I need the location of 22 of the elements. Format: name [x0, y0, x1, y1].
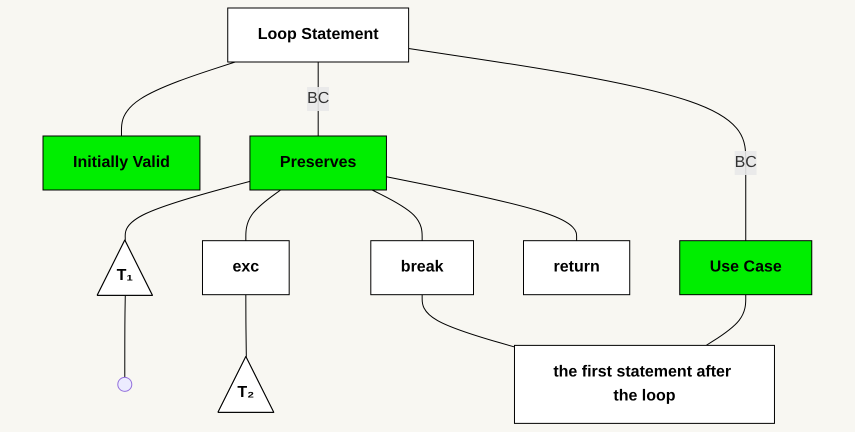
node-box: Use Case: [679, 240, 812, 296]
connector: [386, 176, 578, 242]
connector: [706, 294, 746, 346]
connector: [372, 190, 423, 242]
connector: [124, 181, 251, 242]
node-box: the first statement after the loop: [514, 345, 776, 424]
node-box: exc: [202, 240, 290, 296]
node-box: break: [370, 240, 474, 296]
connector: [408, 48, 746, 242]
node-box: Initially Valid: [42, 136, 201, 191]
connector: [121, 62, 236, 137]
connector: [245, 190, 282, 242]
connector: [245, 294, 247, 358]
node-circle: [117, 377, 132, 392]
connector: [124, 296, 126, 378]
edge-label: BC: [734, 154, 757, 172]
connector: [422, 294, 516, 348]
node-box: Loop Statement: [227, 8, 410, 63]
node-box: return: [523, 240, 630, 296]
node-box: Preserves: [250, 136, 388, 191]
edge-label: BC: [307, 90, 330, 108]
connector: [318, 62, 319, 137]
